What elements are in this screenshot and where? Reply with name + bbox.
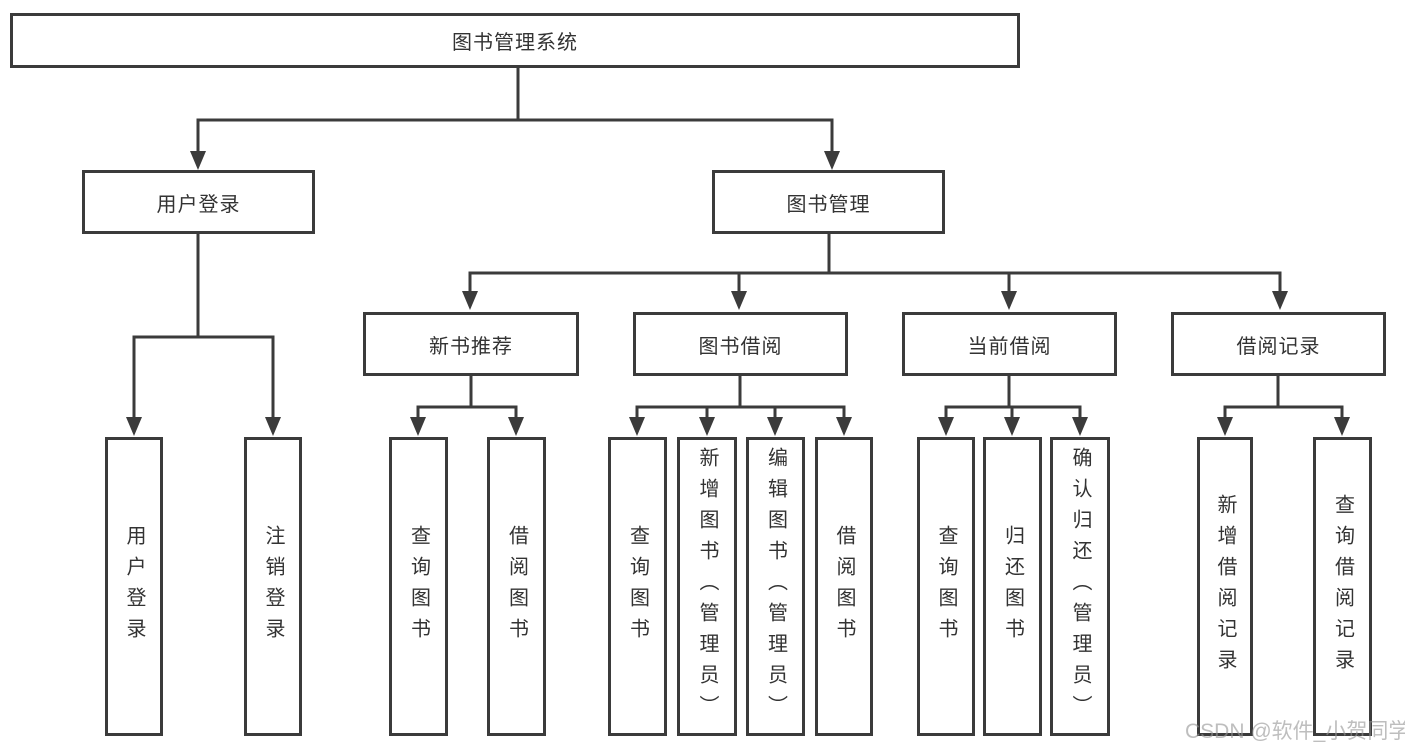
leaf-borrowing-query-books: 查询图书 (608, 437, 667, 736)
node-user-login-module: 用户登录 (82, 170, 315, 234)
node-user-login-label: 用户登录 (156, 193, 241, 216)
connector-book-mgmt-branch (462, 232, 1288, 310)
leaf-return-books-label: 归还图书 (1001, 524, 1024, 649)
node-book-borrowing-label: 图书借阅 (698, 335, 783, 358)
node-system-root-label: 图书管理系统 (452, 32, 578, 54)
leaf-add-books-admin-label: 新增图书（管理员） (696, 447, 718, 726)
leaf-current-query-books: 查询图书 (917, 437, 975, 736)
leaf-add-books-admin: 新增图书（管理员） (677, 437, 737, 736)
connector-root-to-level2 (190, 66, 840, 170)
node-book-management-module: 图书管理 (712, 170, 945, 234)
leaf-newbook-borrow-books-label: 借阅图书 (505, 524, 528, 649)
node-book-borrowing: 图书借阅 (633, 312, 848, 376)
connector-borrow-record-branch (1217, 374, 1350, 436)
node-system-root: 图书管理系统 (10, 13, 1020, 68)
leaf-borrowing-borrow-books: 借阅图书 (815, 437, 873, 736)
leaf-edit-books-admin-label: 编辑图书（管理员） (764, 447, 787, 726)
connector-book-borrow-branch (629, 374, 852, 436)
leaf-newbook-query-books-label: 查询图书 (407, 524, 430, 649)
leaf-add-borrow-record-label: 新增借阅记录 (1214, 493, 1236, 680)
leaf-logout: 注销登录 (244, 437, 302, 736)
node-new-book-recommend-label: 新书推荐 (429, 335, 513, 358)
leaf-newbook-borrow-books: 借阅图书 (487, 437, 546, 736)
leaf-logout-label: 注销登录 (262, 524, 284, 649)
leaf-return-books: 归还图书 (983, 437, 1042, 736)
leaf-current-query-books-label: 查询图书 (935, 524, 957, 649)
leaf-borrowing-query-books-label: 查询图书 (626, 524, 649, 649)
leaf-add-borrow-record: 新增借阅记录 (1197, 437, 1253, 736)
node-new-book-recommend: 新书推荐 (363, 312, 579, 376)
leaf-newbook-query-books: 查询图书 (389, 437, 448, 736)
node-borrow-records-label: 借阅记录 (1236, 335, 1321, 358)
csdn-watermark: CSDN @软件_小贺同学 (1185, 720, 1405, 743)
node-current-borrowing: 当前借阅 (902, 312, 1117, 376)
connector-current-borrow-branch (938, 374, 1088, 436)
leaf-borrowing-borrow-books-label: 借阅图书 (833, 524, 855, 649)
leaf-user-login: 用户登录 (105, 437, 163, 736)
connector-new-book-branch (410, 374, 524, 436)
leaf-query-borrow-record-label: 查询借阅记录 (1331, 493, 1354, 680)
leaf-edit-books-admin: 编辑图书（管理员） (746, 437, 805, 736)
leaf-user-login-label: 用户登录 (123, 524, 145, 649)
node-current-borrowing-label: 当前借阅 (967, 335, 1052, 358)
connector-user-login-branch (126, 232, 281, 436)
node-book-management-label: 图书管理 (786, 193, 871, 216)
node-borrow-records: 借阅记录 (1171, 312, 1386, 376)
leaf-query-borrow-record: 查询借阅记录 (1313, 437, 1372, 736)
leaf-confirm-return-admin: 确认归还（管理员） (1050, 437, 1110, 736)
leaf-confirm-return-admin-label: 确认归还（管理员） (1069, 447, 1091, 726)
